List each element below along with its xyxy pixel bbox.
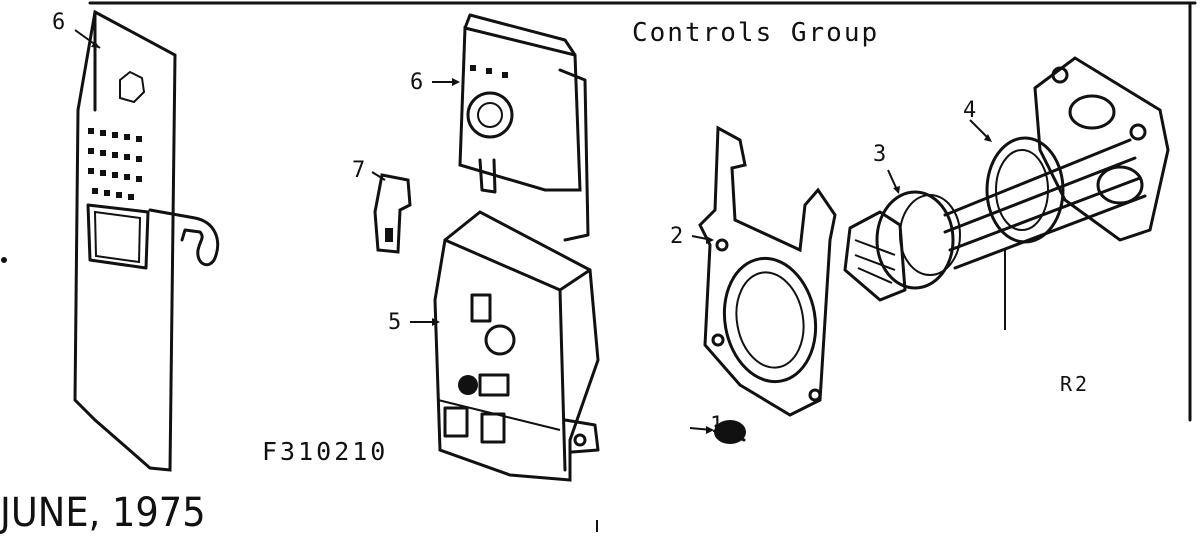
thermostat-body-part <box>433 210 600 482</box>
stray-mark <box>1 257 7 263</box>
callout-2: 2 <box>670 224 684 249</box>
callout-4: 4 <box>963 98 977 123</box>
page-border <box>88 1 1197 422</box>
cover-panel-part <box>73 9 220 472</box>
element-head-part <box>843 190 961 302</box>
heating-element-rods <box>943 138 1147 330</box>
figure-reference: R2 <box>1060 372 1091 396</box>
callout-5: 5 <box>388 310 402 335</box>
callout-7: 7 <box>352 158 366 183</box>
callout-3: 3 <box>873 142 887 167</box>
screw-part <box>714 420 746 444</box>
callout-leaders <box>74 29 992 434</box>
clip-part <box>373 173 412 254</box>
date-label: JUNE, 1975 <box>0 490 206 536</box>
diagram-title: Controls Group <box>632 18 880 48</box>
callout-6-cover: 6 <box>52 10 66 35</box>
callout-6-thermostat: 6 <box>410 70 424 95</box>
callout-1: 1 <box>710 413 724 438</box>
thermostat-head-part <box>458 13 590 242</box>
gasket-ring-part <box>985 136 1065 244</box>
tank-flange-bracket <box>1033 56 1170 242</box>
part-number-label: F310210 <box>262 437 389 466</box>
gasket-plate-part <box>698 125 837 417</box>
